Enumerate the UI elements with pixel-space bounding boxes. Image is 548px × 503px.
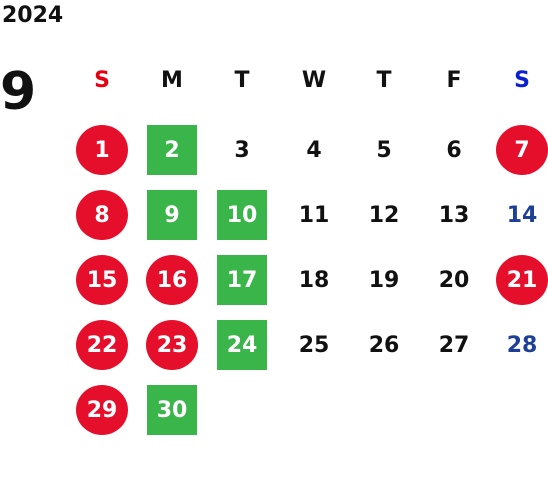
weekday-header: T <box>234 68 250 93</box>
day-cell-holiday: 7 <box>496 125 548 175</box>
day-cell-highlighted: 2 <box>147 125 197 175</box>
weekday-header: S <box>514 68 530 93</box>
day-cell-highlighted: 10 <box>217 190 267 240</box>
day-cell: 18 <box>298 267 330 293</box>
day-cell: 4 <box>306 137 322 163</box>
weekday-header: T <box>376 68 392 93</box>
day-cell-holiday: 1 <box>76 125 128 175</box>
day-cell: 19 <box>368 267 400 293</box>
day-cell: 6 <box>446 137 462 163</box>
day-cell-holiday: 22 <box>76 320 128 370</box>
day-cell-highlighted: 24 <box>217 320 267 370</box>
day-cell: 5 <box>376 137 392 163</box>
day-cell: 25 <box>298 332 330 358</box>
day-cell-holiday: 16 <box>146 255 198 305</box>
weekday-header: F <box>446 68 462 93</box>
day-cell-holiday: 21 <box>496 255 548 305</box>
day-cell: 13 <box>438 202 470 228</box>
day-cell-highlighted: 9 <box>147 190 197 240</box>
weekday-header: S <box>94 68 110 93</box>
day-cell-saturday: 14 <box>506 202 538 228</box>
day-cell-holiday: 23 <box>146 320 198 370</box>
day-cell: 3 <box>234 137 250 163</box>
day-cell-highlighted: 30 <box>147 385 197 435</box>
weekday-header: W <box>301 68 327 93</box>
day-cell: 12 <box>368 202 400 228</box>
day-cell-saturday: 28 <box>506 332 538 358</box>
day-cell: 11 <box>298 202 330 228</box>
day-cell-holiday: 8 <box>76 190 128 240</box>
day-cell-highlighted: 17 <box>217 255 267 305</box>
day-cell-holiday: 29 <box>76 385 128 435</box>
day-cell: 26 <box>368 332 400 358</box>
weekday-header: M <box>161 68 183 93</box>
day-cell-holiday: 15 <box>76 255 128 305</box>
month-number: 9 <box>0 62 37 122</box>
day-cell: 20 <box>438 267 470 293</box>
day-cell: 27 <box>438 332 470 358</box>
year-label: 2024 <box>2 3 64 28</box>
